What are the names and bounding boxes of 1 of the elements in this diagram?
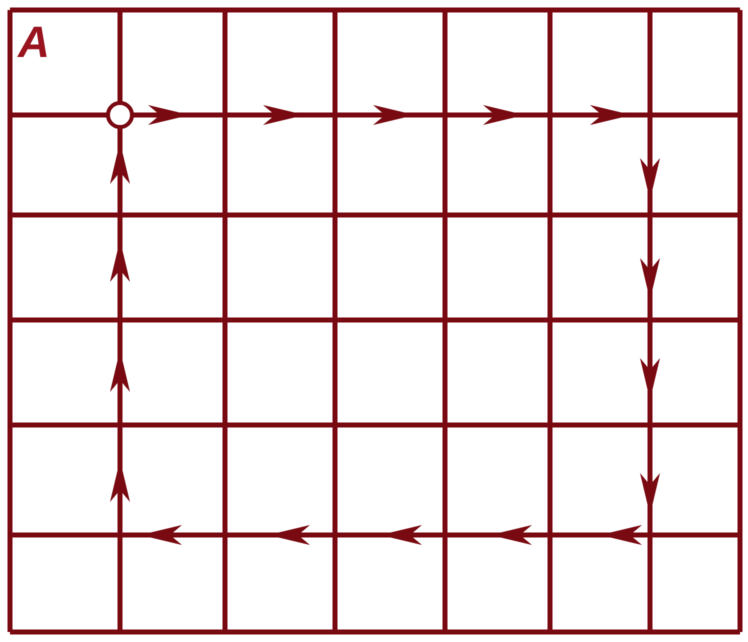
point-label: A [18, 21, 50, 65]
